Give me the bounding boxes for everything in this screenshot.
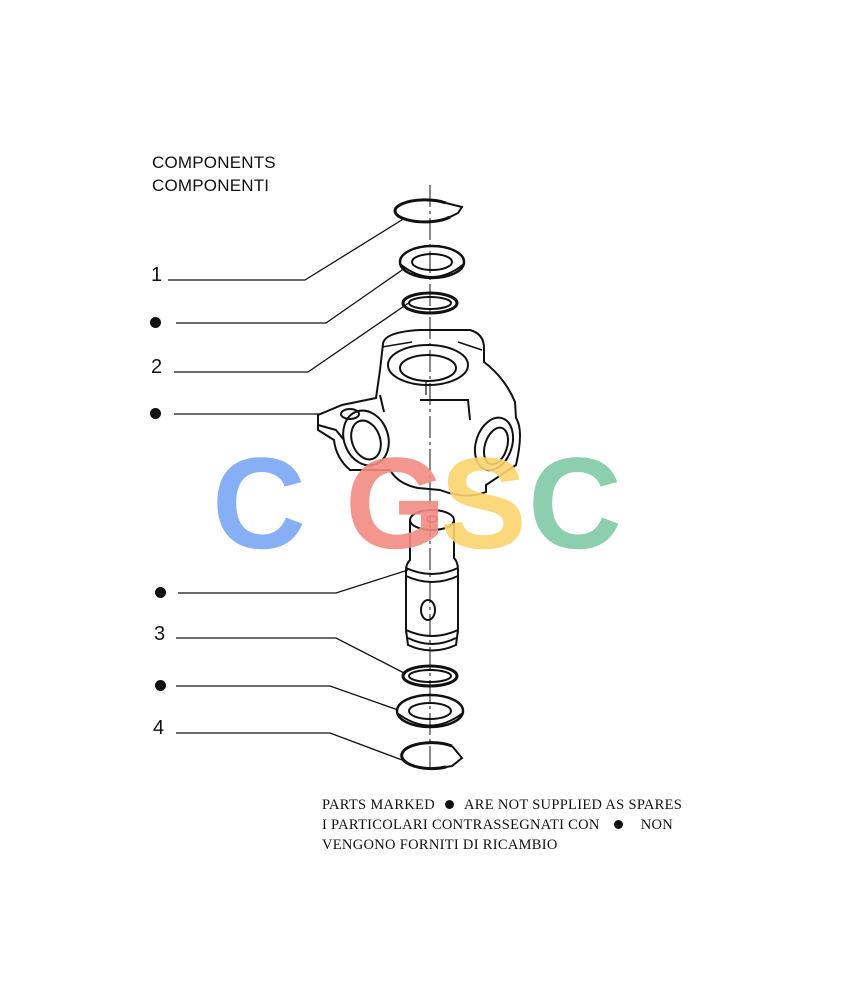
watermark-letter-1: C [212,430,306,576]
note-line-2-start: I PARTICOLARI CONTRASSEGNATI CON [322,817,600,833]
washer-bottom [395,693,465,729]
callout-2: 2 [151,356,163,378]
circlip-bottom [400,741,464,771]
callout-dot-1 [150,317,161,328]
spider-body [317,329,521,497]
callout-4: 4 [153,717,165,739]
washer-top [398,244,466,280]
callout-dot-3 [155,587,166,598]
pin-shaft [405,509,459,652]
leader-line-1 [168,217,406,281]
leader-line-3 [174,301,411,373]
watermark-letter-4: C [528,430,622,576]
note-dot-1 [445,800,454,810]
watermark-letter-2: G [345,430,446,576]
leader-line-5 [178,569,409,594]
note-line-3: VENGONO FORNITI DI RICAMBIO [322,837,558,853]
watermark-letter-3: S [440,430,527,576]
note-line-1-start: PARTS MARKED [322,797,435,813]
leader-line-7 [176,685,399,711]
leader-line-2 [176,267,406,324]
leader-line-8 [176,732,403,761]
o-ring-bottom [401,664,459,688]
callout-dot-2 [150,408,161,419]
circlip-top [393,198,464,224]
callout-dot-4 [155,680,166,691]
title-english: COMPONENTS [152,153,276,172]
note-line-2: I PARTICOLARI CONTRASSEGNATI CON NON [322,817,673,834]
watermark-logo: C G S C [212,430,622,576]
note-line-1: PARTS MARKED ARE NOT SUPPLIED AS SPARES [322,797,682,814]
note-dot-2 [613,820,623,830]
callout-1: 1 [151,264,163,286]
note-line-2-end: NON [640,817,674,833]
callout-3: 3 [154,623,166,645]
title-italian: COMPONENTI [152,176,270,195]
leader-line-6 [176,637,407,675]
note-line-1-end: ARE NOT SUPPLIED AS SPARES [464,797,683,813]
